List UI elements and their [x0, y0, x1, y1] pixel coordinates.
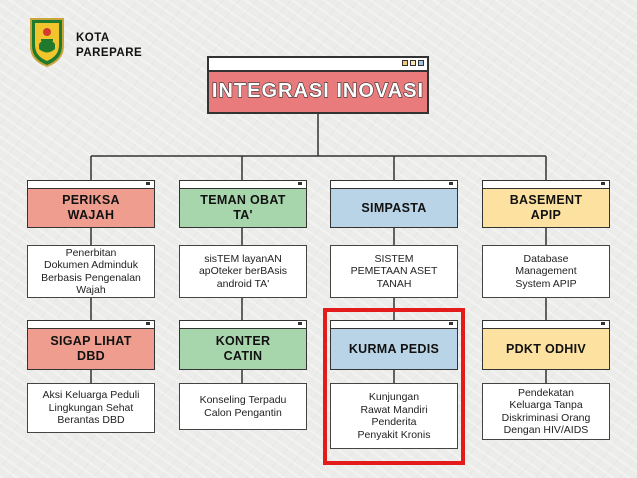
window-button-icon [449, 182, 453, 185]
org-line-2: PAREPARE [76, 47, 143, 59]
organization-name: KOTA PAREPARE [76, 31, 142, 61]
window-button-icon [449, 322, 453, 325]
window-button-icon [146, 322, 150, 325]
innovation-box-kurma-pedis: KURMA PEDIS [330, 320, 458, 370]
window-button-icon [601, 322, 605, 325]
innovation-name: SIMPASTA [361, 200, 427, 215]
window-dot-icon [402, 60, 408, 66]
window-button-icon [298, 322, 302, 325]
window-button-icon [146, 182, 150, 185]
highlight-frame [323, 308, 465, 465]
window-dot-icon [410, 60, 416, 66]
city-emblem-logo [30, 18, 64, 68]
title-window-bar [209, 58, 427, 72]
innovation-name: PDKT ODHIV [505, 341, 587, 356]
main-title: INTEGRASI INOVASI [211, 79, 425, 102]
window-button-icon [601, 182, 605, 185]
window-button-icon [298, 182, 302, 185]
main-title-box: INTEGRASI INOVASI [207, 56, 429, 114]
innovation-box-simpasta: SIMPASTA [330, 180, 458, 228]
window-dot-icon [418, 60, 424, 66]
innovation-box-pdkt-odhiv: PDKT ODHIV [482, 320, 610, 370]
org-line-1: KOTA [76, 32, 110, 44]
innovation-name: KURMA PEDIS [348, 341, 440, 356]
